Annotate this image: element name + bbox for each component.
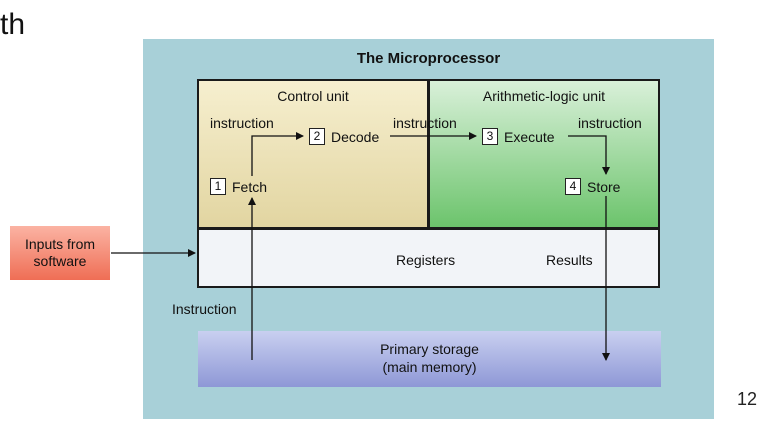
registers-box	[197, 228, 660, 288]
inputs-label-line2: software	[33, 253, 87, 269]
inputs-from-software-box: Inputs from software	[10, 226, 110, 280]
diagram-title: The Microprocessor	[356, 50, 501, 67]
step-decode-label: Decode	[331, 128, 380, 145]
step-execute-label: Execute	[504, 128, 555, 145]
label-instruction-fetch-decode: instruction	[210, 115, 274, 131]
step-store-number: 4	[565, 178, 581, 195]
step-fetch: 1 Fetch	[210, 178, 267, 195]
step-store-label: Store	[587, 178, 621, 195]
label-instruction-memory-fetch: Instruction	[172, 301, 237, 317]
arrow-fetch-to-decode	[251, 132, 304, 176]
primary-storage-box	[198, 331, 661, 387]
alu-label: Arithmetic-logic unit	[482, 88, 606, 104]
control-unit-label: Control unit	[277, 88, 349, 104]
inputs-label-line1: Inputs from	[24, 236, 96, 252]
registers-label: Registers	[396, 252, 456, 268]
step-execute: 3 Execute	[482, 128, 555, 145]
step-execute-number: 3	[482, 128, 498, 145]
primary-storage-label-line1: Primary storage	[380, 341, 479, 357]
label-instruction-execute-store: instruction	[578, 115, 642, 131]
page-number: 12	[737, 389, 758, 409]
arrow-execute-to-store	[568, 135, 610, 175]
label-instruction-decode-execute: instruction	[393, 115, 457, 131]
results-label: Results	[546, 252, 593, 268]
corner-text: th	[0, 8, 26, 41]
step-fetch-number: 1	[210, 178, 226, 195]
step-decode-number: 2	[309, 128, 325, 145]
step-decode: 2 Decode	[309, 128, 379, 145]
step-store: 4 Store	[565, 178, 620, 195]
primary-storage-label-line2: (main memory)	[382, 359, 477, 375]
alu-box	[428, 79, 660, 229]
step-fetch-label: Fetch	[232, 178, 268, 195]
